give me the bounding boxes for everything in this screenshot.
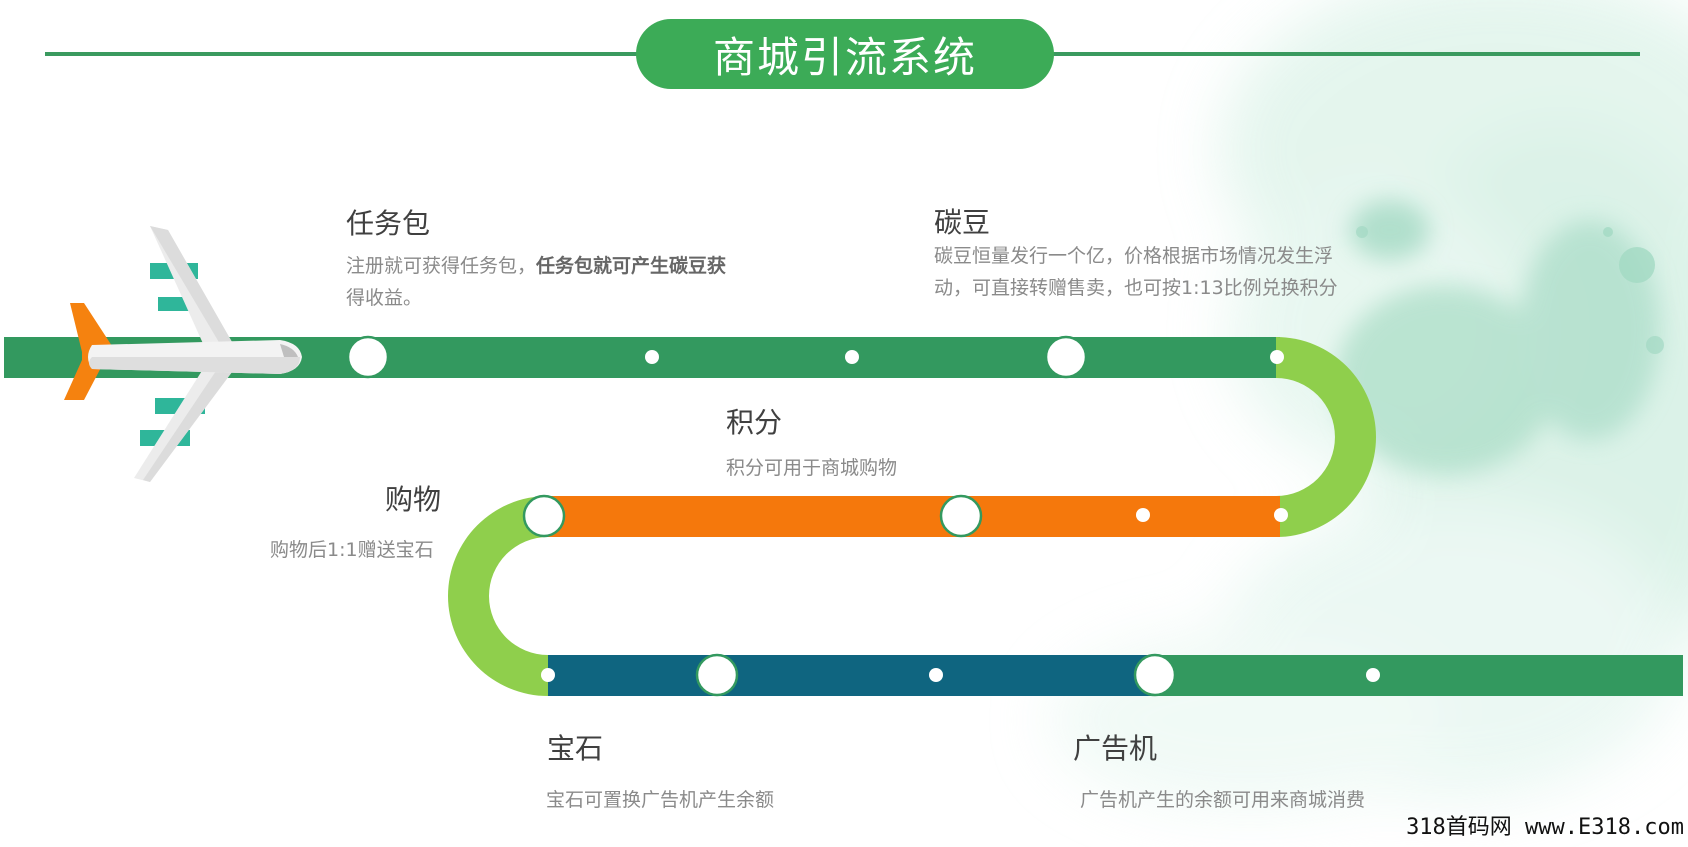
shopping-desc: 购物后1:1赠送宝石 [270,539,434,561]
track-segment-bottom-teal [548,655,1156,696]
track-dot [1136,508,1150,522]
task-pack-title: 任务包 [346,207,431,240]
node-circle-shopping [522,494,566,538]
track-segment-bottom-green [1152,655,1683,696]
track-curve-right [1276,337,1376,537]
shopping-title: 购物 [385,483,442,516]
node-circle-task-pack [346,335,390,379]
track-curve-left [448,496,548,696]
node-circle-ad-machine [1133,653,1177,697]
gem-desc: 宝石可置换广告机产生余额 [546,789,775,811]
track-dot [929,668,943,682]
track-dot [645,350,659,364]
points-desc: 积分可用于商城购物 [726,457,898,479]
page-title: 商城引流系统 [636,19,1054,89]
carbon-bean-desc: 碳豆恒量发行一个亿，价格根据市场情况发生浮 动，可直接转赠售卖，也可按1:13比… [934,240,1374,304]
header-rule [45,52,1640,56]
carbon-bean-desc-line1: 碳豆恒量发行一个亿，价格根据市场情况发生浮 [934,245,1334,267]
carbon-bean-desc-line2: 动，可直接转赠售卖，也可按1:13比例兑换积分 [934,277,1338,299]
task-pack-desc-bold: 任务包就可产生碳豆获 [536,255,727,277]
node-circle-carbon-bean [1044,335,1088,379]
ad-machine-title: 广告机 [1073,732,1158,765]
gem-title: 宝石 [547,732,604,765]
carbon-bean-title: 碳豆 [934,206,991,239]
track-dot [845,350,859,364]
node-circle-gem [695,653,739,697]
track-dot [541,668,555,682]
task-pack-desc-tail: 得收益。 [346,287,423,309]
track-dot [1366,668,1380,682]
track-dot [1270,350,1284,364]
ad-machine-desc: 广告机产生的余额可用来商城消费 [1080,789,1366,811]
site-watermark: 318首码网 www.E318.com [1406,815,1684,840]
points-title: 积分 [726,406,783,439]
node-circle-points [939,494,983,538]
airplane-icon [64,226,302,482]
task-pack-desc-plain: 注册就可获得任务包， [346,255,537,277]
track-segment-middle [544,496,1280,537]
track-dot [1274,508,1288,522]
task-pack-desc: 注册就可获得任务包，任务包就可产生碳豆获 得收益。 [346,250,776,314]
